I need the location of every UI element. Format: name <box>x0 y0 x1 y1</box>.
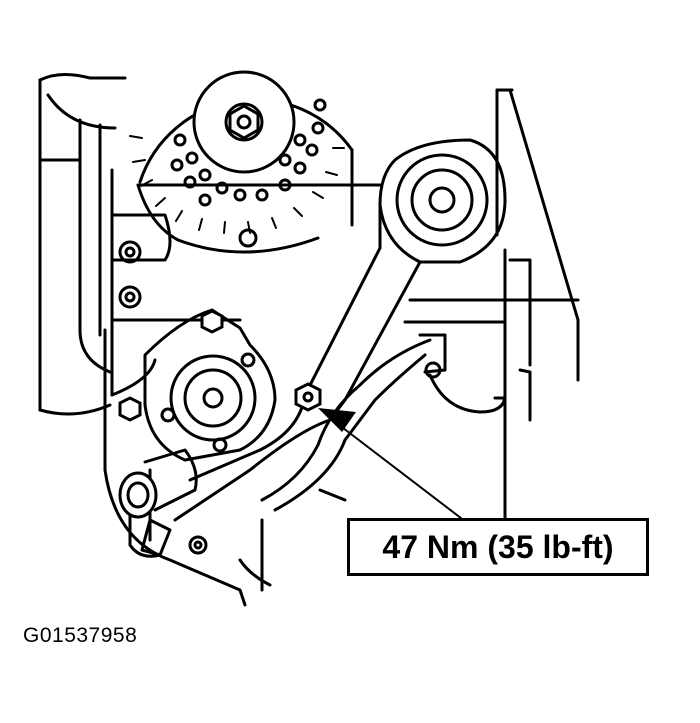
idler-pulley <box>378 138 507 264</box>
tensioner-actuator <box>118 448 208 557</box>
torque-spec-label: 47 Nm (35 lb-ft) <box>382 528 614 565</box>
detail-strokes <box>238 488 347 592</box>
tensioner-arm <box>173 246 422 522</box>
torque-callout: 47 Nm (35 lb-ft) <box>347 518 649 576</box>
tensioner-bolt <box>294 382 322 412</box>
cable-clamp <box>260 333 447 512</box>
figure-id-label: G01537958 <box>23 624 138 647</box>
tensioner-body <box>118 308 277 462</box>
block-bolts <box>118 228 258 309</box>
right-housing <box>403 88 580 562</box>
callout-leader <box>318 408 471 526</box>
crankshaft-sprocket <box>129 70 382 254</box>
sprocket-holes <box>170 98 327 207</box>
